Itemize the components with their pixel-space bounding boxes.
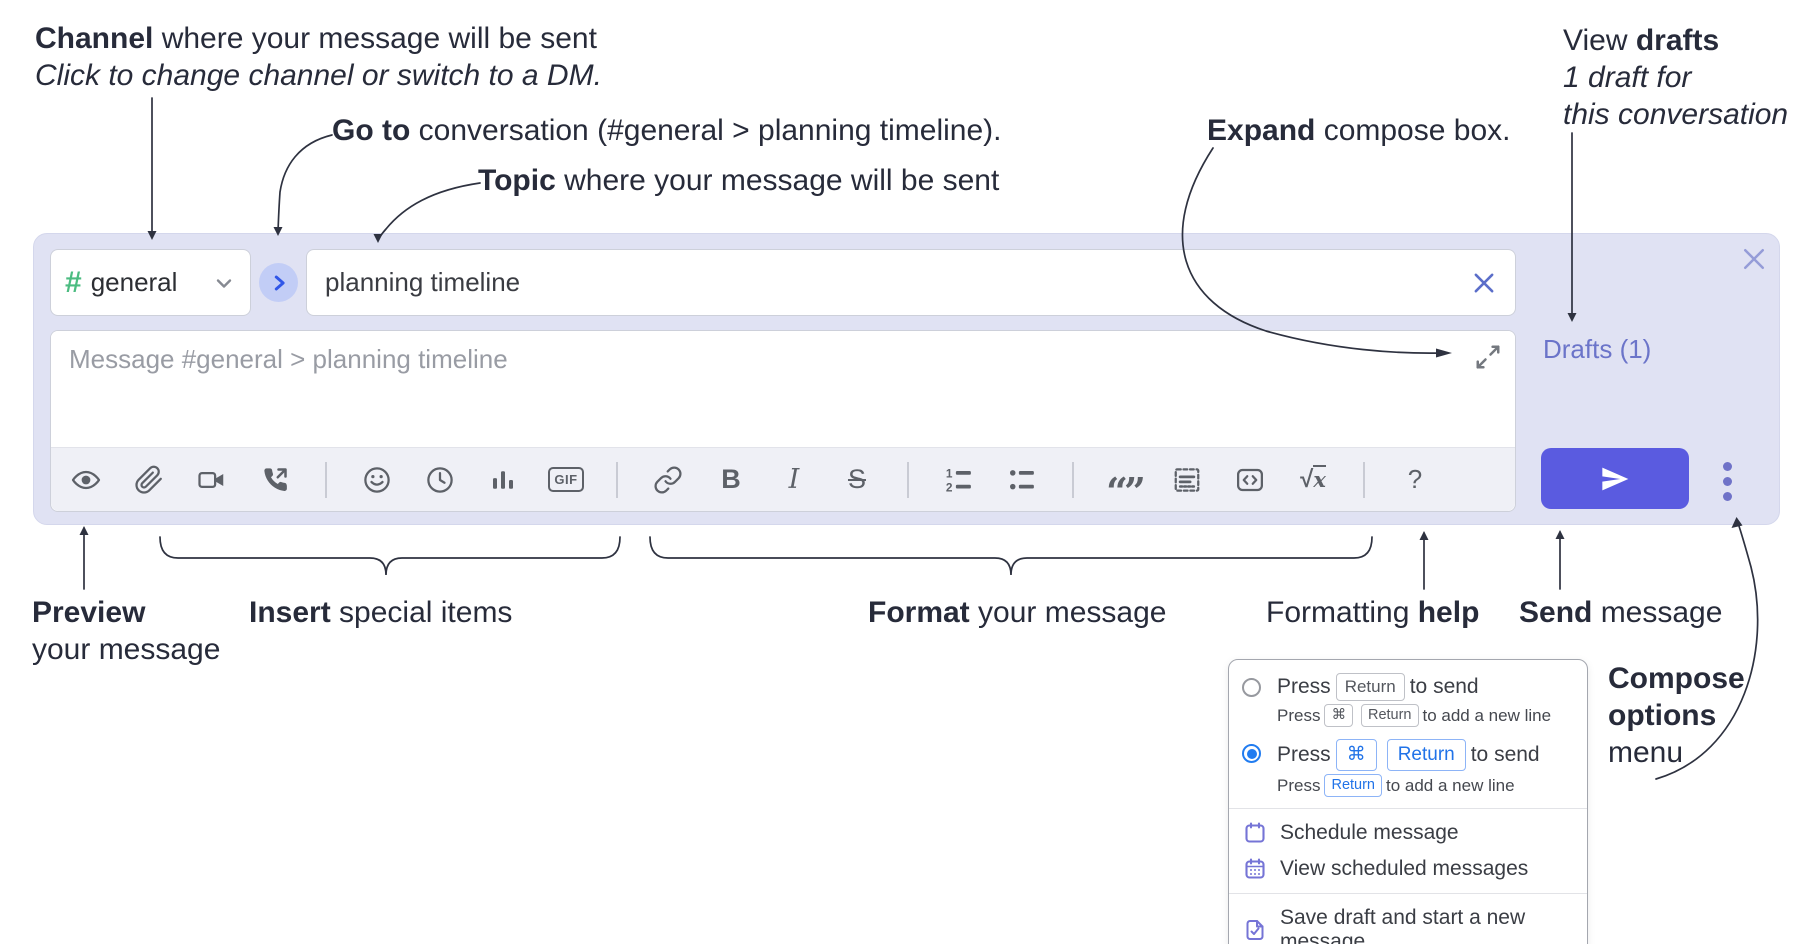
video-call-icon[interactable] — [190, 457, 234, 502]
kbd-cmd: ⌘ — [1324, 704, 1353, 727]
annotation-channel: Channel where your message will be sent … — [35, 20, 602, 94]
kbd-return: Return — [1324, 774, 1382, 797]
quote-icon[interactable]: “” — [1106, 468, 1146, 512]
annotation-goto: Go to conversation (#general > planning … — [332, 114, 1002, 147]
math-icon[interactable]: √x — [1300, 464, 1326, 493]
annotation-preview: Preview your message — [32, 596, 221, 666]
expand-compose-button[interactable] — [1473, 342, 1503, 372]
channel-hash-icon: # — [65, 265, 82, 299]
goto-conversation-button[interactable] — [259, 263, 298, 302]
chevron-down-icon — [216, 278, 232, 288]
calendar-icon — [1243, 821, 1267, 845]
poll-icon[interactable] — [481, 457, 525, 502]
message-input[interactable] — [51, 331, 1515, 448]
send-button[interactable] — [1541, 448, 1689, 509]
kbd-return: Return — [1386, 739, 1466, 771]
menu-item-schedule-message[interactable]: Schedule message — [1229, 815, 1587, 851]
draft-group: Save draft and start a new message — [1229, 900, 1587, 944]
menu-divider — [1229, 893, 1587, 894]
message-area: GIF B I S 12 “” √x? — [50, 330, 1516, 512]
toolbar-divider — [1072, 461, 1074, 498]
close-icon — [1474, 273, 1494, 293]
spoiler-icon[interactable] — [1165, 457, 1209, 502]
help-icon[interactable]: ? — [1407, 464, 1423, 494]
save-draft-icon — [1243, 918, 1267, 942]
schedule-icon[interactable] — [418, 457, 462, 502]
annotation-channel-bold: Channel — [35, 22, 154, 55]
compose-box: # general GIF B I S 12 “” √x? Drafts (1) — [33, 233, 1780, 525]
annotation-insert: Insert special items — [249, 596, 513, 629]
compose-options-button[interactable] — [1712, 458, 1742, 504]
annotation-channel-rest: where your message will be sent — [153, 22, 597, 55]
bulleted-list-icon[interactable] — [1000, 457, 1044, 502]
annotation-formatting-help: Formatting help — [1266, 596, 1480, 629]
topic-field — [306, 249, 1516, 316]
chevron-right-icon — [274, 275, 285, 290]
radio-icon[interactable] — [1242, 678, 1261, 697]
svg-text:1: 1 — [946, 466, 953, 480]
calendar-grid-icon — [1243, 857, 1267, 881]
italic-icon[interactable]: I — [788, 464, 800, 495]
kbd-cmd: ⌘ — [1335, 739, 1377, 771]
toolbar-divider — [907, 461, 909, 498]
annotation-format: Format your message — [868, 596, 1167, 629]
menu-item-view-scheduled-messages[interactable]: View scheduled messages — [1229, 851, 1587, 887]
menu-item-label: Schedule message — [1280, 821, 1459, 844]
code-icon[interactable] — [1228, 457, 1272, 502]
preview-icon[interactable] — [64, 457, 108, 502]
channel-selector[interactable]: # general — [50, 249, 251, 316]
annotation-channel-sub: Click to change channel or switch to a D… — [35, 59, 602, 92]
attach-file-icon[interactable] — [127, 457, 171, 502]
toolbar-divider — [325, 461, 327, 498]
topic-clear-button[interactable] — [1468, 267, 1500, 299]
kbd-return: Return — [1335, 673, 1405, 701]
annotation-view-drafts: View drafts 1 draft for this conversatio… — [1563, 24, 1789, 131]
toolbar-divider — [616, 461, 618, 498]
gif-icon[interactable]: GIF — [544, 457, 588, 502]
toolbar-divider — [1363, 461, 1365, 498]
menu-item-label: Save draft and start a new message — [1280, 906, 1526, 944]
kbd-return: Return — [1360, 704, 1419, 727]
ellipsis-icon — [1722, 461, 1732, 471]
menu-item-label: View scheduled messages — [1280, 857, 1529, 880]
link-icon[interactable] — [646, 457, 690, 502]
annotation-topic: Topic where your message will be sent — [478, 164, 1000, 197]
send-icon — [1602, 467, 1629, 490]
menu-item-save-draft-and-start-a-new-message[interactable]: Save draft and start a new message — [1229, 900, 1587, 944]
radio-selected-icon[interactable] — [1242, 744, 1261, 763]
audio-call-icon[interactable] — [253, 457, 297, 502]
emoji-icon[interactable] — [355, 457, 399, 502]
close-icon — [1744, 249, 1764, 269]
menu-divider — [1229, 808, 1587, 809]
expand-icon — [1476, 345, 1500, 369]
annotation-send: Send message — [1519, 596, 1723, 629]
annotation-expand: Expand compose box. — [1207, 114, 1511, 147]
close-compose-button[interactable] — [1738, 243, 1770, 275]
drafts-link[interactable]: Drafts (1) — [1543, 334, 1652, 364]
bold-icon[interactable]: B — [721, 464, 741, 494]
strikethrough-icon[interactable]: S — [847, 464, 866, 494]
topic-input[interactable] — [306, 249, 1516, 316]
channel-name: general — [90, 267, 178, 297]
annotation-compose-options: Compose options menu — [1608, 662, 1745, 769]
svg-text:2: 2 — [946, 480, 953, 494]
